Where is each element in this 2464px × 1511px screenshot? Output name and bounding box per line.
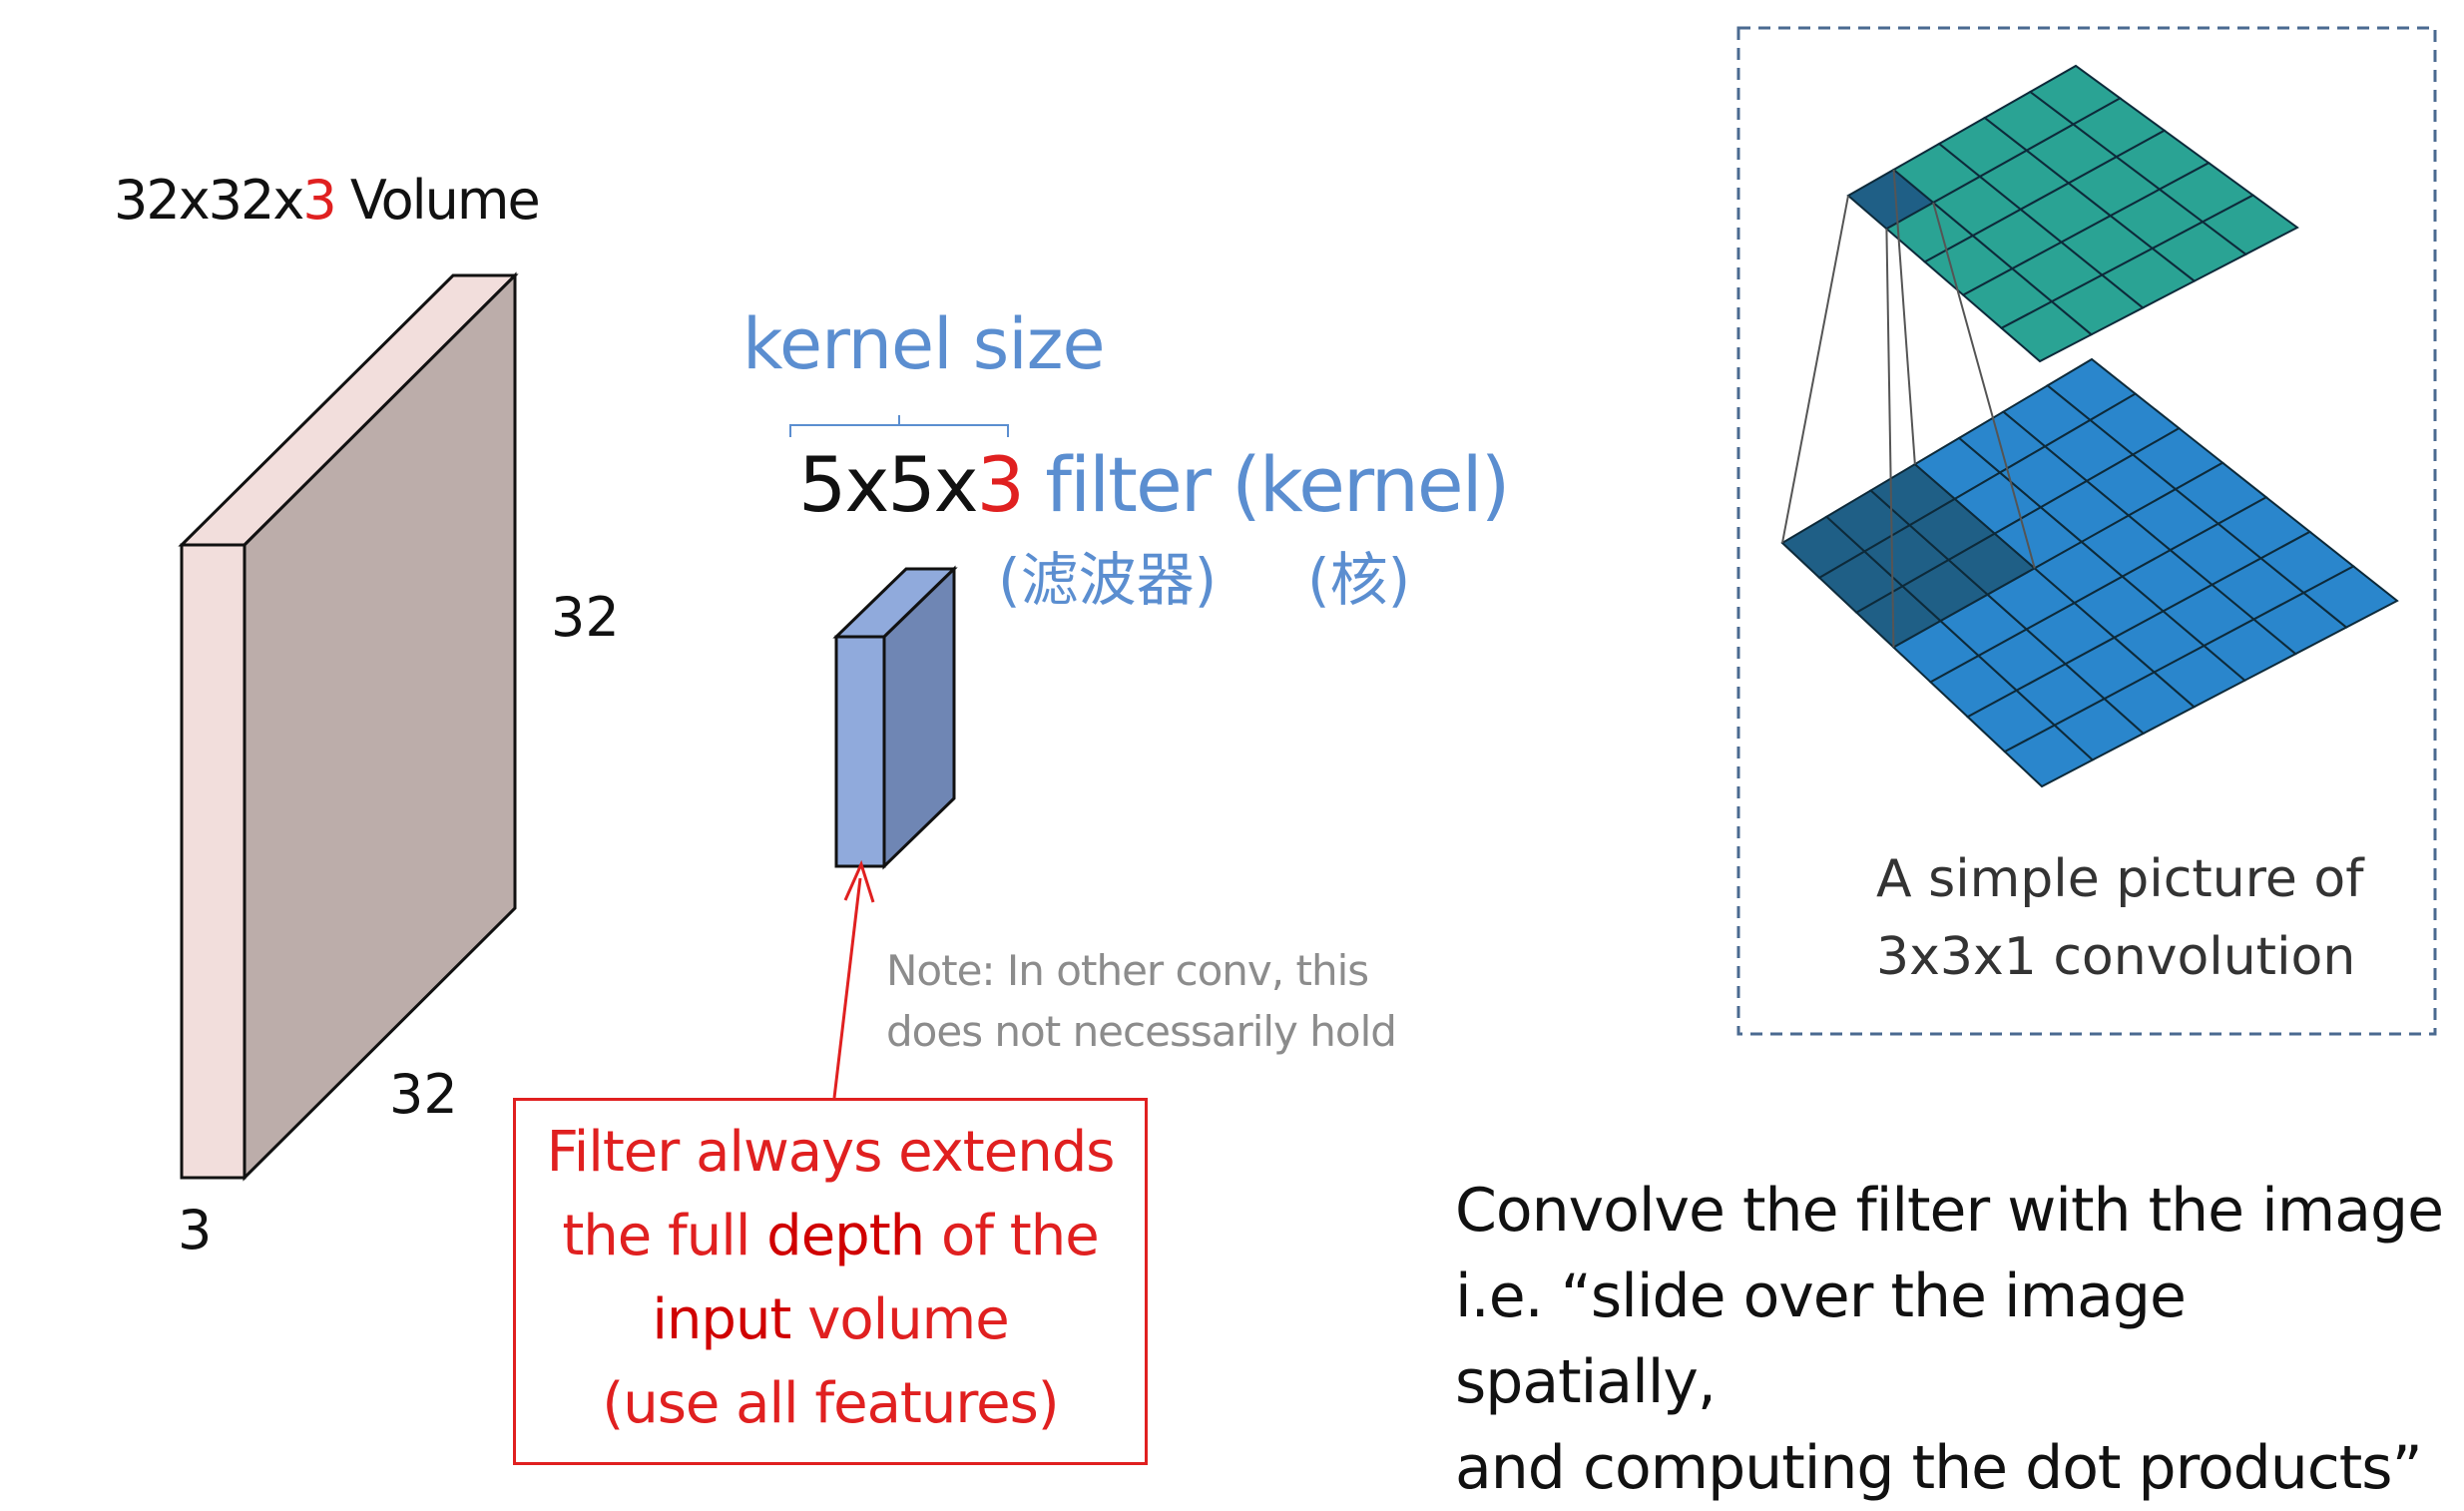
- filter-block-front: [834, 635, 886, 868]
- input-volume-front: [180, 543, 246, 1180]
- kernel-chinese-label: (核): [1307, 546, 1411, 614]
- convolve-description: Convolve the filter with the image i.e. …: [1455, 1176, 2444, 1503]
- projection-line: [1885, 229, 1895, 648]
- filter-label: 5x5x3 filter (kernel): [798, 440, 1510, 529]
- filter-block: [832, 565, 958, 870]
- volume-title: 32x32x3 Volume: [114, 169, 541, 232]
- projection-line: [1892, 169, 1916, 465]
- output-grid-cell: [2201, 194, 2299, 255]
- projection-line: [1781, 195, 1849, 544]
- illustration-frame: [1736, 26, 2437, 1036]
- filter-chinese-label: (滤波器): [998, 546, 1218, 614]
- projection-line: [1932, 202, 2036, 569]
- volume-width-label: 32: [389, 1063, 458, 1126]
- volume-height-label: 32: [551, 586, 620, 649]
- convolution-illustration: [1780, 64, 2399, 788]
- depth-arrow: [832, 859, 875, 1099]
- input-grid-cell: [2301, 565, 2399, 629]
- input-volume-side: [243, 271, 517, 1182]
- kernel-size-label: kernel size: [742, 303, 1106, 385]
- input-volume: [178, 271, 519, 1182]
- kernel-size-brace: [789, 415, 1009, 437]
- volume-depth-label: 3: [178, 1199, 213, 1261]
- depth-callout-box: Filter always extends the full depth of …: [513, 1098, 1148, 1465]
